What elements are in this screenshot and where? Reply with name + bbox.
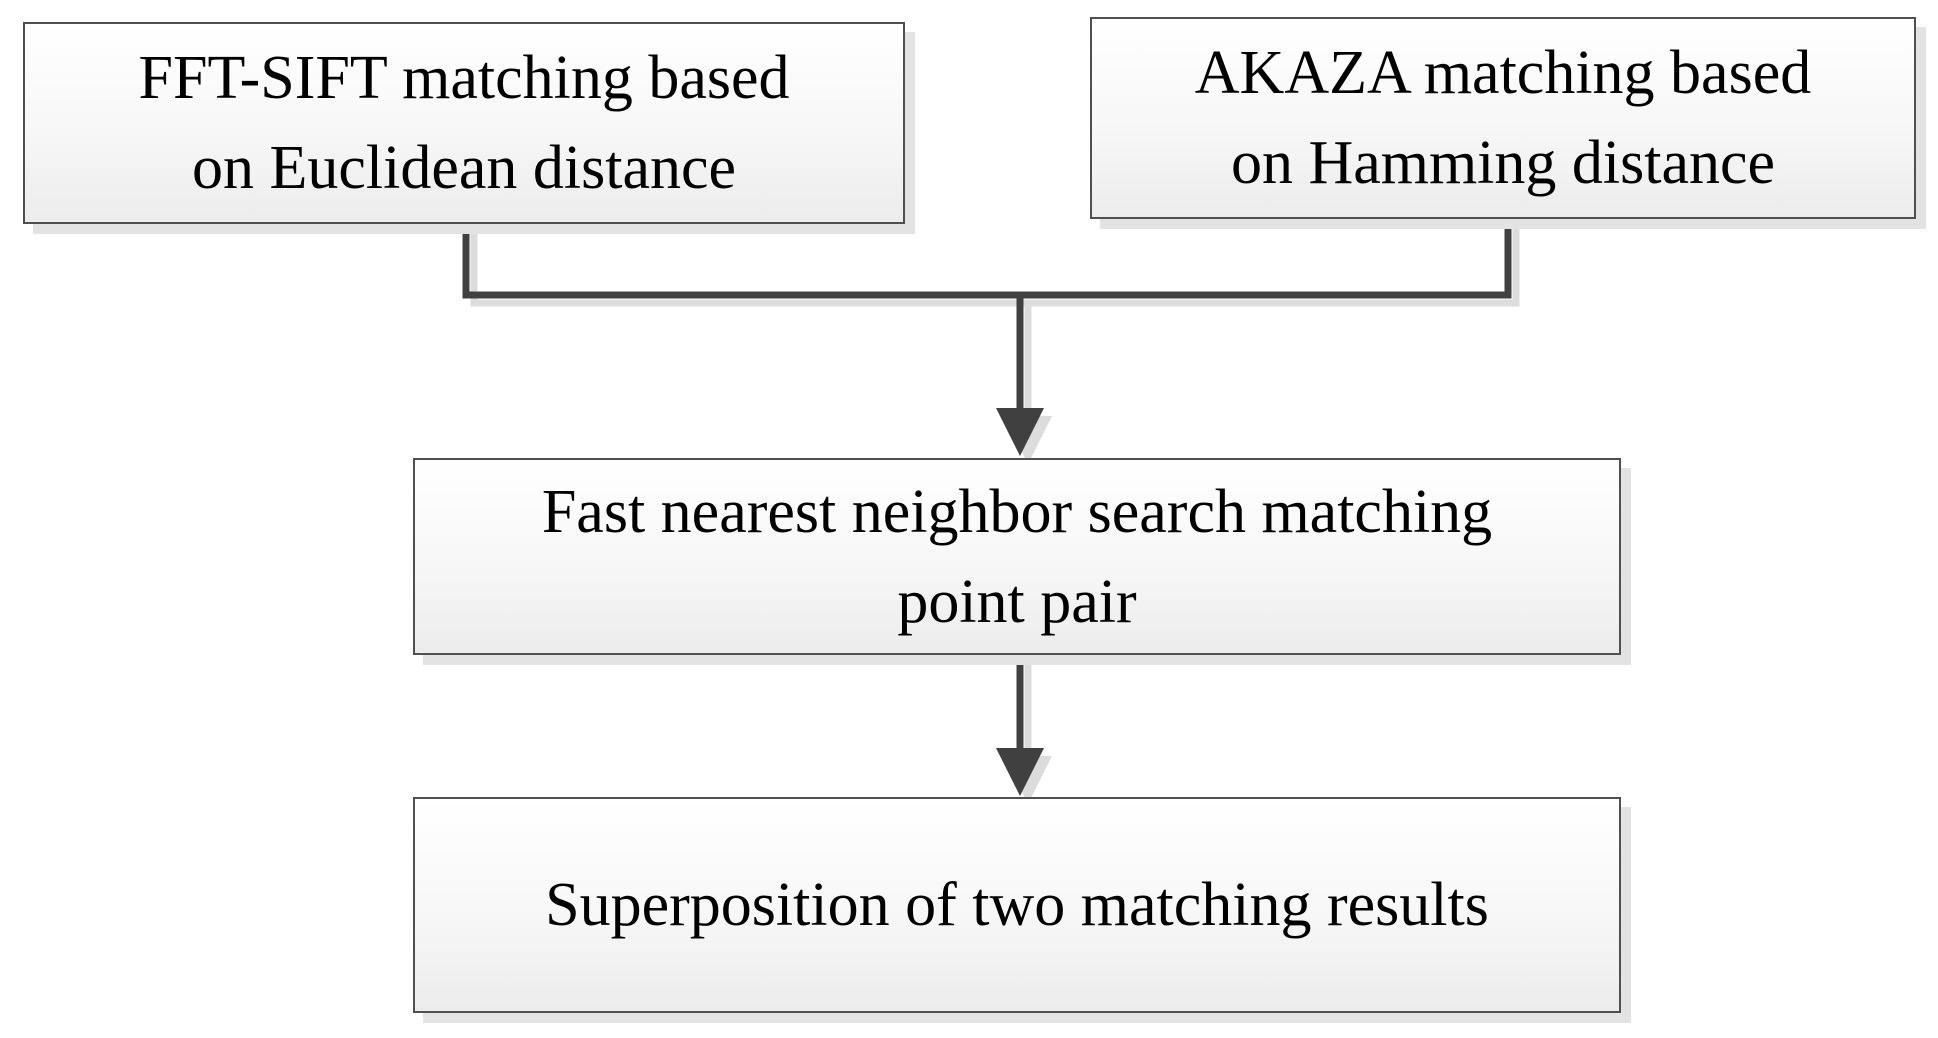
connector-shadow	[470, 227, 1520, 760]
node-akaza-label: AKAZA matching based on Hamming distance	[1194, 39, 1812, 197]
edge-akaza-to-merge	[1020, 219, 1512, 299]
node-superposition-results: Superposition of two matching results	[413, 797, 1621, 1013]
arrowhead-to-fast-nn	[996, 408, 1044, 456]
node-fast-nn-label: Fast nearest neighbor search matching po…	[541, 477, 1493, 636]
node-fast-nearest-neighbor-search: Fast nearest neighbor search matching po…	[413, 458, 1621, 655]
node-superposition-label: Superposition of two matching results	[545, 871, 1489, 939]
arrowhead-to-superposition	[996, 748, 1044, 796]
node-fft-sift-label: FFT-SIFT matching based on Euclidean dis…	[138, 44, 790, 202]
node-fft-sift-matching: FFT-SIFT matching based on Euclidean dis…	[23, 22, 905, 224]
node-akaza-matching: AKAZA matching based on Hamming distance	[1090, 17, 1916, 219]
edge-fft-sift-to-merge	[462, 224, 1020, 299]
